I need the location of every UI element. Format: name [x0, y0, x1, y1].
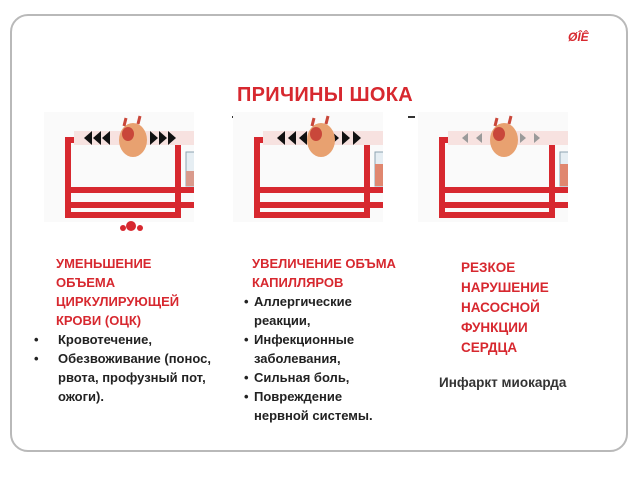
column-heading: РЕЗКОЕ НАРУШЕНИЕ НАСОСНОЙ ФУНКЦИИ СЕРДЦА	[461, 260, 549, 355]
diagram-reduced-volume	[44, 112, 194, 236]
heart-icon	[490, 115, 518, 157]
list-item: •Повреждение нервной системы.	[244, 389, 373, 423]
beaker-icon	[185, 151, 194, 187]
circulation-diagram	[418, 112, 568, 222]
cause-note: Инфаркт миокарда	[439, 375, 567, 390]
column-heading: УМЕНЬШЕНИЕ ОБЪЕМА ЦИРКУЛИРУЮЩЕЙ КРОВИ (О…	[56, 256, 180, 328]
diagram-capillary-expansion	[233, 112, 383, 236]
list-item: •Аллергические реакции,	[244, 294, 352, 328]
heart-icon	[119, 115, 147, 157]
diagram-pump-failure	[418, 112, 568, 236]
column-capillary-expansion: УВЕЛИЧЕНИЕ ОБЪМА КАПИЛЛЯРОВ •Аллергическ…	[244, 254, 434, 425]
list-item: Обезвоживание (понос, рвота, профузный п…	[32, 349, 218, 406]
slide-title: ПРИЧИНЫ ШОКА	[236, 84, 413, 106]
corner-mark: ØÎÊ	[568, 30, 589, 44]
circulation-diagram	[44, 112, 194, 231]
column-pump-failure: РЕЗКОЕ НАРУШЕНИЕ НАСОСНОЙ ФУНКЦИИ СЕРДЦА	[461, 258, 611, 358]
beaker-icon	[374, 151, 383, 187]
column-reduced-volume: УМЕНЬШЕНИЕ ОБЪЕМА ЦИРКУЛИРУЮЩЕЙ КРОВИ (О…	[32, 254, 222, 406]
cause-list: Кровотечение, Обезвоживание (понос, рвот…	[32, 330, 222, 406]
beaker-icon	[559, 151, 568, 187]
list-item: •Инфекционные заболевания,	[244, 332, 355, 366]
arrow-icon	[462, 133, 540, 143]
column-heading: УВЕЛИЧЕНИЕ ОБЪМА КАПИЛЛЯРОВ	[252, 256, 396, 290]
list-item: •Сильная боль,	[244, 370, 350, 385]
dash-marker	[408, 116, 415, 118]
circulation-diagram	[233, 112, 383, 222]
cause-list: •Аллергические реакции, •Инфекционные за…	[244, 292, 434, 425]
list-item: Кровотечение,	[32, 330, 222, 349]
blood-drops-icon	[120, 221, 143, 231]
heart-icon	[307, 115, 335, 157]
arrow-icon	[84, 131, 176, 145]
